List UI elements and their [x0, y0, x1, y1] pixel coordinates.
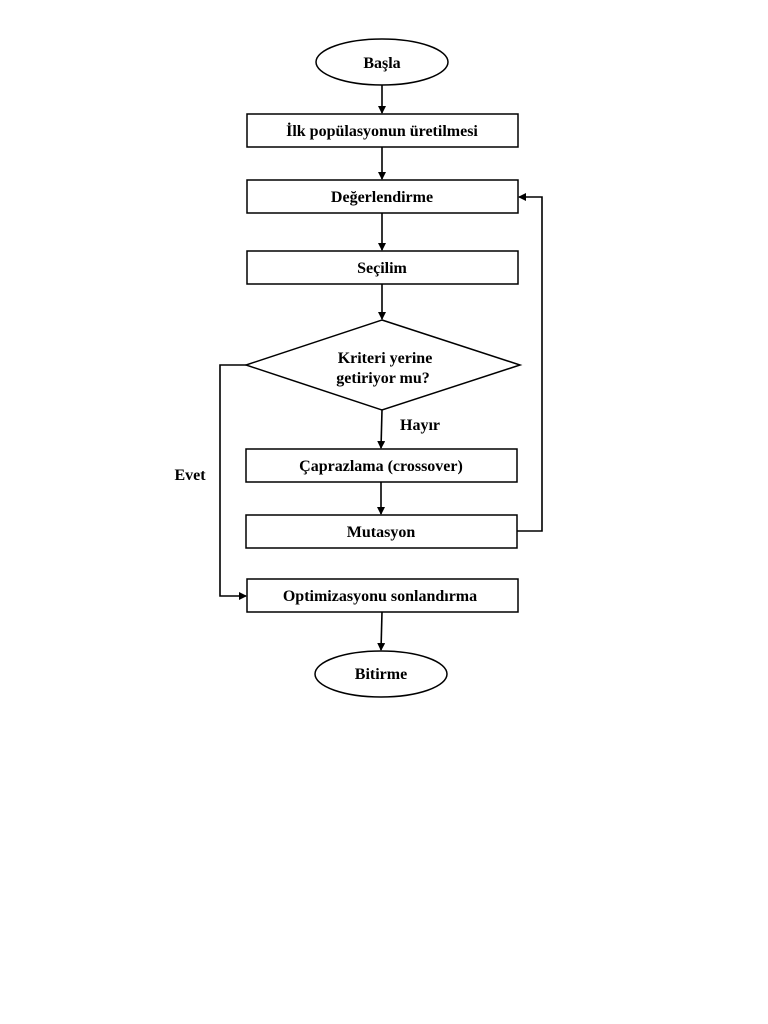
mutation-node: Mutasyon: [245, 514, 518, 549]
criteria-label-line2: getiriyor mu?: [336, 370, 429, 387]
crossover-label: Çaprazlama (crossover): [299, 458, 463, 475]
crossover-node: Çaprazlama (crossover): [245, 448, 518, 483]
finish-node: Bitirme: [314, 650, 448, 698]
criteria-label-line1: Kriteri yerine: [338, 350, 433, 367]
start-node: Başla: [315, 38, 449, 86]
criteria-decision-node: Kriteri yerine getiriyor mu?: [243, 319, 523, 411]
end-optimization-label: Optimizasyonu sonlandırma: [283, 588, 477, 605]
arrow-decision-to-crossover: [377, 409, 386, 449]
evaluation-label: Değerlendirme: [331, 189, 433, 206]
arrow-decision-yes-to-end: [219, 364, 247, 600]
finish-label: Bitirme: [355, 666, 407, 683]
evaluation-node: Değerlendirme: [246, 179, 519, 214]
selection-node: Seçilim: [246, 250, 519, 285]
init-population-label: İlk popülasyonun üretilmesi: [286, 121, 478, 140]
start-label: Başla: [363, 55, 400, 72]
edge-label-no: Hayır: [400, 417, 440, 434]
init-population-node: İlk popülasyonun üretilmesi: [246, 113, 519, 148]
selection-label: Seçilim: [357, 260, 407, 277]
arrow-mutation-loop-to-evaluation: [517, 193, 543, 532]
arrow-end-to-finish: [377, 611, 386, 651]
mutation-label: Mutasyon: [347, 524, 416, 541]
edge-label-yes: Evet: [174, 467, 206, 484]
end-optimization-node: Optimizasyonu sonlandırma: [246, 578, 519, 613]
